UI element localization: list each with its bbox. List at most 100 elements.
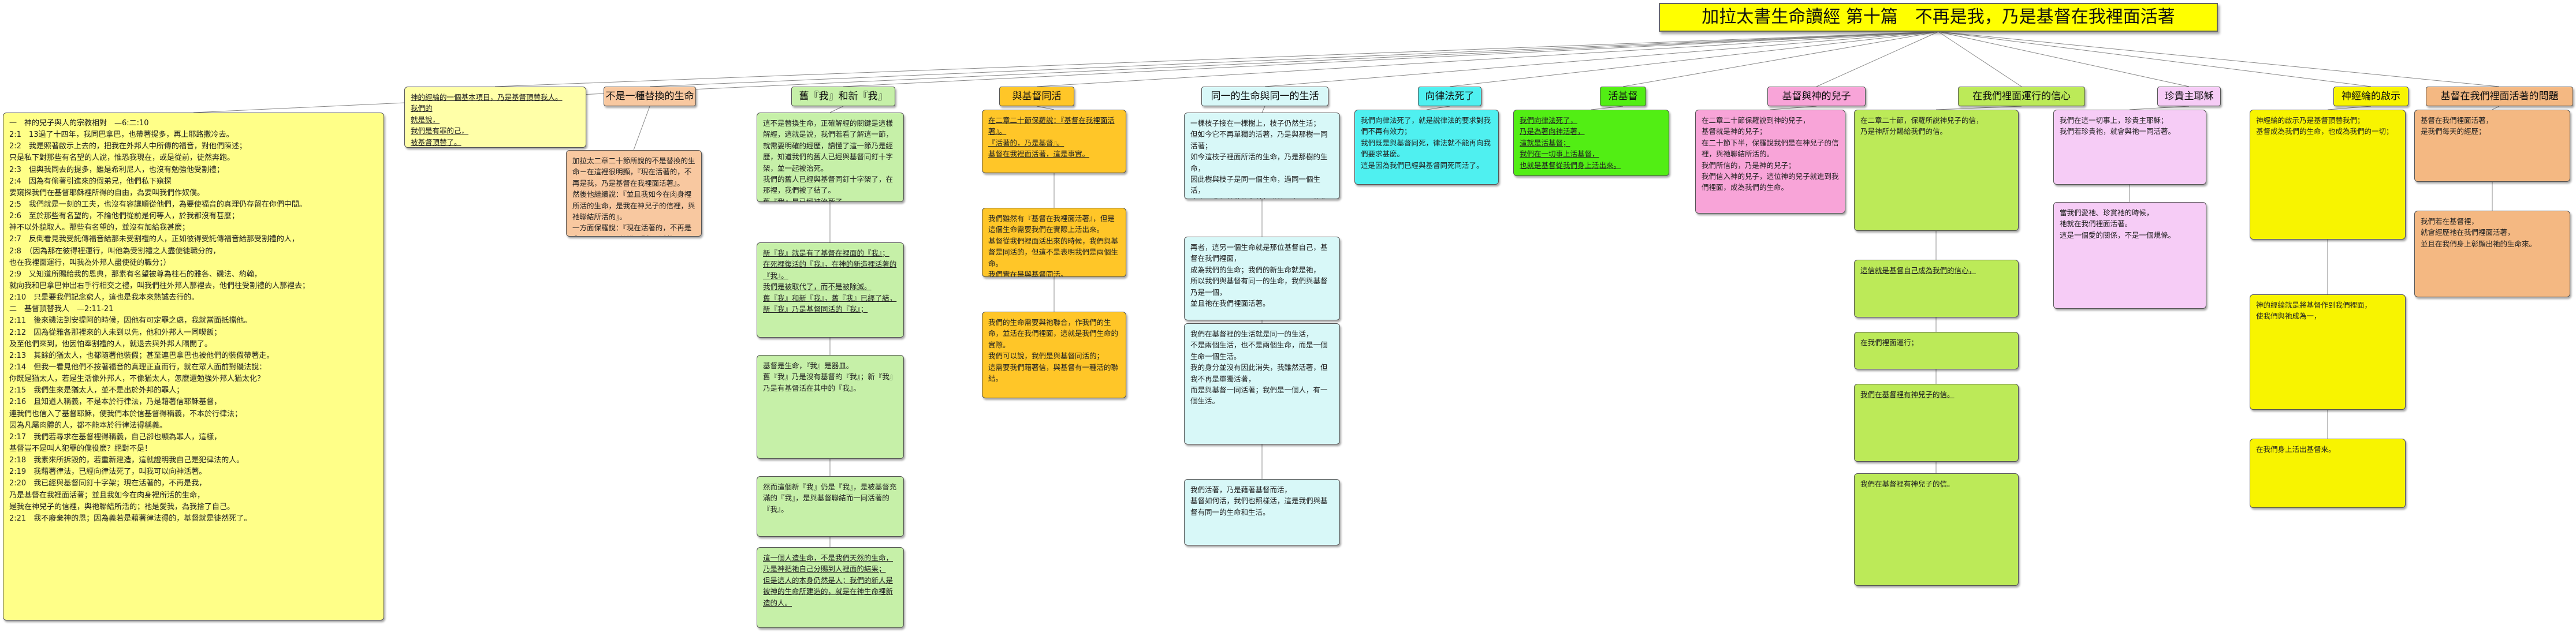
text-line: 我們是有罪的己， <box>411 126 469 136</box>
box-economy-2: 神的經綸就是將基督作到我們裡面，使我們與祂成為一， <box>2250 294 2406 410</box>
text-line: 我們向律法死了， <box>1520 116 1578 125</box>
box-old-new-3: 基督是生命，『我』是器皿。舊『我』乃是沒有基督的『我』；新『我』乃是有基督活在其… <box>757 355 904 459</box>
connector-line <box>1938 31 2372 87</box>
box-christ-son-of-god: 在二章二十節保羅說到神的兒子，基督就是神的兒子；在二十節下半，保羅說我們是在神兒… <box>1695 110 1845 214</box>
connector-line <box>649 31 1939 87</box>
text-line: 2:7 反倒看見我受託傳福音給那未受割禮的人，正如彼得受託傳福音給那受割禮的人， <box>9 235 299 244</box>
connector-drop <box>633 106 650 151</box>
text-line: 在二章二十節，保羅所說神兒子的信， <box>1860 116 1983 125</box>
intro-text: 神的經綸的一個基本項目，乃是基督頂替我人。我們的就是說，我們是有罪的己，被基督頂… <box>411 92 580 147</box>
text-line: 我們若在基督裡， <box>2421 217 2479 226</box>
box-old-new-4: 然而這個新『我』仍是『我』，是被基督充滿的『我』，是與基督聯結而一同活著的『我』… <box>757 476 904 537</box>
connector-drop <box>2327 106 2372 110</box>
text-line: 2:21 我不廢棄神的恩；因為義若是藉著律法得的，基督就是徒然死了。 <box>9 514 252 523</box>
text-line: 再者，這另一個生命就是那位基督自己，基督在我們裡面， <box>1190 243 1328 263</box>
box-christ-son-of-god-text: 在二章二十節保羅說到神的兒子，基督就是神的兒子；在二十節下半，保羅說我們是在神兒… <box>1702 115 1839 193</box>
text-line: 並且祂在我們裡面活著。 <box>1190 298 1270 308</box>
text-line: 我們在基督裡有神兒子的信。 <box>1860 390 1955 399</box>
connector-line <box>1622 31 1939 87</box>
box-live-christ-text: 我們向律法死了，乃是為著向神活著，這就是活基督；我們在一切事上活基督，也就是基督… <box>1520 115 1663 171</box>
connector-line <box>1264 31 1939 87</box>
box-same-life-3-text: 我們在基督裡的生活就是同一的生活，不是兩個生活，也不是兩個生命，而是一個生命一個… <box>1190 328 1334 407</box>
header-live-christ: 活基督 <box>1600 87 1646 106</box>
text-line: 2:5 我們就是一刻的工夫，也沒有容讓順從他們，為要使福音的真理仍存留在你們中間… <box>9 200 307 209</box>
text-line: 我們在這一切事上，珍貴主耶穌； <box>2060 116 2168 125</box>
intro-box: 神的經綸的一個基本項目，乃是基督頂替我人。我們的就是說，我們是有罪的己，被基督頂… <box>404 87 586 148</box>
text-line: 這表明我們藉著信與基督聯結，有同一的生命，也過同一的生活。 <box>1190 196 1334 199</box>
text-line: 被基督頂替了。 <box>411 137 461 147</box>
connector-drop <box>829 106 844 113</box>
text-line: 基督成為我們的生命，也成為我們的一切； <box>2256 127 2393 136</box>
text-line: 基督如何活，我們也照樣活，這是我們與基督有同一的生命和生活。 <box>1190 496 1328 517</box>
text-line: 2:19 我藉著律法，已經向律法死了，叫我可以向神活著。 <box>9 468 207 477</box>
text-line: 基督就是神的兒子； <box>1702 127 1767 136</box>
box-faith-3: 在我們裡面運行； <box>1854 332 2019 369</box>
box-treasure-2-text: 當我們愛祂、珍賞祂的時候，祂就在我們裡面活著。這是一個愛的關係，不是一個規條。 <box>2060 207 2200 241</box>
text-line: 因此樹與枝子是同一個生命，過同一個生活， <box>1190 174 1321 195</box>
box-faith-4-text: 我們在基督裡有神兒子的信。 <box>1860 389 2012 400</box>
text-line: 這信就是基督自己成為我們的信心， <box>1860 266 1976 275</box>
text-line: 因為凡屬肉體的人，都不能本於行律法得稱義。 <box>9 421 167 430</box>
box-old-new-3-text: 基督是生命，『我』是器皿。舊『我』乃是沒有基督的『我』；新『我』乃是有基督活在其… <box>763 360 898 394</box>
text-line: 並且在我們身上彰顯出祂的生命來。 <box>2421 239 2537 248</box>
header-not-exchanged-life: 不是一種替換的生命 <box>604 87 696 106</box>
text-line: 然後他繼續說：『並且我如今在肉身裡所活的生命，是我在神兒子的信裡，與祂聯結所活的… <box>572 190 695 221</box>
text-line: 這是因為我們已經與基督同死同活了。 <box>1361 160 1484 170</box>
header-revelation-economy: 神經綸的啟示 <box>2333 87 2409 106</box>
box-living-3-text: 我們的生命需要與祂聯合，作我們的生命，並活在我們裡面，這就是我們生命的實際。我們… <box>988 317 1120 384</box>
text-line: 這一個人造生命，不是我們天然的生命，乃是神把祂自己分賜到人裡面的結果； <box>763 554 894 574</box>
header-living-with-christ: 與基督同活 <box>999 87 1074 106</box>
diagram-title: 加拉太書生命讀經 第十篇 不再是我，乃是基督在我裡面活著 <box>1659 3 2218 32</box>
text-line: 一棵枝子接在一棵樹上，枝子仍然生活； <box>1190 119 1321 128</box>
text-line: 2:16 且知道人稱義，不是本於行律法，乃是藉著信耶穌基督， <box>9 398 222 407</box>
box-faith-1: 在二章二十節，保羅所說神兒子的信，乃是神所分賜給我們的信。 <box>1854 110 2019 231</box>
box-living-2-text: 我們雖然有『基督在我裡面活著』，但是這個生命需要我們在實際上活出來。基督從我們裡… <box>988 213 1120 277</box>
box-not-exchanged-life-text: 加拉太二章二十節所說的不是替換的生命－在這裡很明顯，『現在活著的，不再是我，乃是… <box>572 155 695 236</box>
text-line: 我們是被取代了，而不是被除滅。 <box>763 282 872 291</box>
text-line: 2:12 因為從雅各那裡來的人未到以先，他和外邦人一同喫飯； <box>9 328 222 337</box>
box-not-exchanged-life: 加拉太二章二十節所說的不是替換的生命－在這裡很明顯，『現在活著的，不再是我，乃是… <box>566 150 702 237</box>
text-line: 我的身分並沒有因此消失，我雖然活著，但我不再是單獨活著， <box>1190 363 1328 383</box>
text-line: 這不是替換生命，正確解經的關鍵是這樣解經，這就是說，我們若看了解這一節，就需要明… <box>763 119 894 173</box>
text-line: 也就是基督從我們身上活出來。 <box>1520 160 1621 170</box>
box-old-new-4-text: 然而這個新『我』仍是『我』，是被基督充滿的『我』，是與基督聯結而一同活著的『我』… <box>763 481 898 515</box>
box-old-new-2-text: 新『我』就是有了基督在裡面的『我』；在死裡復活的『我』，在神的新造裡活著的『我』… <box>763 248 898 315</box>
text-line: 我們活著，乃是藉著基督而活， <box>1190 485 1292 494</box>
text-line: 你既是猶太人，若是生活像外邦人，不像猶太人，怎麼還勉強外邦人猶太化？ <box>9 375 265 384</box>
text-line: 不是兩個生活，也不是兩個生命，而是一個生命一個生活。 <box>1190 341 1328 361</box>
text-line: 成為我們的生命；我們的新生命就是祂， <box>1190 265 1321 274</box>
connector-line <box>843 31 1939 87</box>
text-line: 乃是基督在我裡面活著；並且我如今在肉身裡所活的生命， <box>9 491 205 500</box>
box-same-life-4-text: 我們活著，乃是藉著基督而活， 基督如何活，我們也照樣活，這是我們與基督有同一的生命… <box>1190 484 1334 518</box>
text-line: 我們在基督裡有神兒子的信。 <box>1860 480 1955 488</box>
text-line: 在我們裡面運行； <box>1860 338 1919 347</box>
box-same-life-2: 再者，這另一個生命就是那位基督自己，基督在我們裡面， 成為我們的生命；我們的新生命… <box>1184 237 1340 320</box>
box-living-1-text: 在二章二十節保羅說：『基督在我裡面活著』。『活著的，乃是基督』。基督在我裡面活著… <box>988 115 1120 160</box>
text-line: 2:14 但我一看見他們不按著福音的真理正直而行，就在眾人面前對磯法說： <box>9 362 267 372</box>
connector-line <box>1938 31 2190 87</box>
header-operating-faith: 在我們裡面運行的信心 <box>1958 87 2085 106</box>
box-economy-1-text: 神經綸的啟示乃是基督頂替我們；基督成為我們的生命，也成為我們的一切； <box>2256 115 2399 137</box>
text-line: 乃是為著向神活著， <box>1520 127 1585 136</box>
text-line: 我們實在是與基督同活。 <box>988 270 1068 277</box>
text-line: 舊『我』和新『我』，舊『我』已經了結，新『我』乃是基督同活的『我』； <box>763 293 897 313</box>
box-economy-1: 神經綸的啟示乃是基督頂替我們；基督成為我們的生命，也成為我們的一切； <box>2250 110 2406 240</box>
text-line: 只是私下對那些有名望的人說，惟恐我現在，或是從前，徒然奔跑。 <box>9 154 235 163</box>
text-line: 新『我』就是有了基督在裡面的『我』； <box>763 249 889 257</box>
box-same-life-4: 我們活著，乃是藉著基督而活， 基督如何活，我們也照樣活，這是我們與基督有同一的生命… <box>1184 479 1340 545</box>
text-line: 當我們愛祂、珍賞祂的時候， <box>2060 208 2154 217</box>
text-line: 2:8 （因為那在彼得裡運行，叫他為受割禮之人盡使徒職分的， <box>9 246 221 256</box>
text-line: 2:1 13過了十四年，我同巴拿巴，也帶著提多，再上耶路撒冷去。 <box>9 130 234 140</box>
text-line: 我們若珍貴祂，就會與祂一同活著。 <box>2060 127 2176 136</box>
text-line: 連我們也信入了基督耶穌，使我們本於信基督得稱義，不本於行律法； <box>9 409 243 418</box>
text-line: 我們的生命需要與祂聯合，作我們的生命，並活在我們裡面，這就是我們生命的實際。 <box>988 318 1119 349</box>
text-line: 神不以外貌取人。那些有名望的，並沒有加給我甚麼； <box>9 223 190 233</box>
box-living-1: 在二章二十節保羅說：『基督在我裡面活著』。『活著的，乃是基督』。基督在我裡面活著… <box>982 110 1126 173</box>
text-line: 我們所信的，乃是神的兒子； <box>1702 160 1796 170</box>
text-line: 基督從我們裡面活出來的時候，我們與基督是同活的，但這不是表明我們是兩個生命。 <box>988 236 1119 268</box>
text-line: 這就是活基督； <box>1520 138 1570 147</box>
box-old-new-2: 新『我』就是有了基督在裡面的『我』；在死裡復活的『我』，在神的新造裡活著的『我』… <box>757 242 904 338</box>
